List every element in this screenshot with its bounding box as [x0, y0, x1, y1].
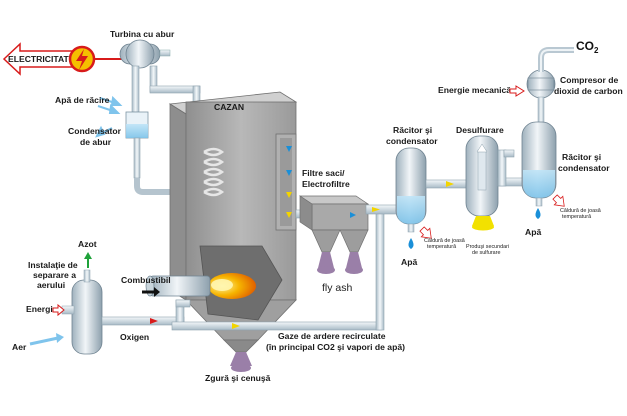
co2-compressor	[526, 47, 574, 126]
co2-label: CO2	[576, 39, 599, 55]
recirc-gas-label-2: (în principal CO2 şi vapori de apă)	[266, 342, 405, 352]
burner-flame	[208, 273, 256, 299]
steam-condenser	[125, 111, 179, 198]
steam-turbine	[119, 39, 171, 69]
generator-icon	[68, 45, 96, 73]
mechanical-energy-arrow	[509, 85, 525, 97]
compressor-label-1: Compresor de	[560, 75, 618, 85]
heat-arrow-2	[552, 194, 565, 207]
nitrogen-arrow	[84, 252, 92, 268]
heat-label-2a: Căldură de joasă	[560, 208, 601, 214]
slag-ash-label: Zgură şi cenuşă	[205, 373, 271, 383]
asu-label-2: separare a	[33, 270, 76, 280]
fuel-label: Combustibil	[121, 275, 171, 285]
asu-label-3: aerului	[37, 280, 65, 290]
water-label-1: Apă	[401, 257, 417, 267]
boiler-label: CAZAN	[214, 102, 244, 112]
flue-arrows	[286, 146, 292, 218]
air-label: Aer	[12, 342, 27, 352]
filter-label-2: Electrofiltre	[302, 179, 350, 189]
heat-label-1b: temperatură	[427, 244, 456, 250]
bag-filter	[295, 195, 370, 253]
compressor-label-2: dioxid de carbon	[554, 86, 623, 96]
heat-label-2b: temperatură	[562, 214, 591, 220]
mechanical-energy-label: Energie mecanică	[438, 85, 511, 95]
energy-label: Energie	[26, 304, 58, 314]
oxygen-label: Oxigen	[120, 332, 149, 342]
asu-label-1: Instalaţie de	[28, 260, 78, 270]
air-separation-unit	[61, 269, 103, 355]
boiler-coils	[203, 147, 225, 197]
boiler	[168, 91, 298, 353]
air-inlet-arrow	[29, 333, 64, 346]
turbine-label: Turbina cu abur	[110, 29, 175, 39]
electricity-arrow: ELECTRICITATE	[2, 42, 75, 76]
water-drop-2	[535, 208, 541, 219]
nitrogen-label: Azot	[78, 239, 97, 249]
cooler-condenser-2	[521, 121, 557, 207]
byproducts-label-1: Produşi secundari	[466, 244, 509, 250]
byproducts-label-2: de sulfurare	[472, 250, 500, 256]
cooler2-label-1: Răcitor şi	[562, 152, 601, 162]
energy-arrow-asu	[52, 303, 65, 317]
cooler2-label-2: condensator	[558, 163, 610, 173]
cooling-water-label: Apă de răcire	[55, 95, 110, 105]
bottom-ash	[230, 352, 252, 372]
recirc-gas-label-1: Gaze de ardere recirculate	[278, 331, 386, 341]
oxygen-pipe	[101, 299, 191, 326]
fly-ash-label: fly ash	[322, 282, 353, 294]
flue-pipe-3	[497, 149, 525, 187]
cooler-condenser-1	[395, 147, 427, 233]
fuel-arrow	[142, 287, 160, 297]
condenser-label-2: de abur	[80, 137, 112, 147]
fly-ash-piles	[317, 252, 363, 274]
heat-label-1a: Căldură de joasă	[424, 238, 465, 244]
electricity-label: ELECTRICITATE	[8, 54, 75, 64]
desulfurizer	[465, 135, 499, 231]
flue-pipe-1	[365, 204, 399, 215]
filter-label-1: Filtre saci/	[302, 168, 345, 178]
cooling-water-arrows	[95, 95, 123, 138]
cooler1-label-1: Răcitor şi	[393, 125, 432, 135]
desulfurization-label: Desulfurare	[456, 125, 504, 135]
condenser-label-1: Condensator	[68, 126, 122, 136]
flue-pipe-2	[425, 179, 471, 189]
water-drop-1	[408, 238, 414, 249]
water-label-2: Apă	[525, 227, 541, 237]
cooler1-label-2: condensator	[386, 136, 438, 146]
heat-arrow-1	[419, 226, 432, 239]
